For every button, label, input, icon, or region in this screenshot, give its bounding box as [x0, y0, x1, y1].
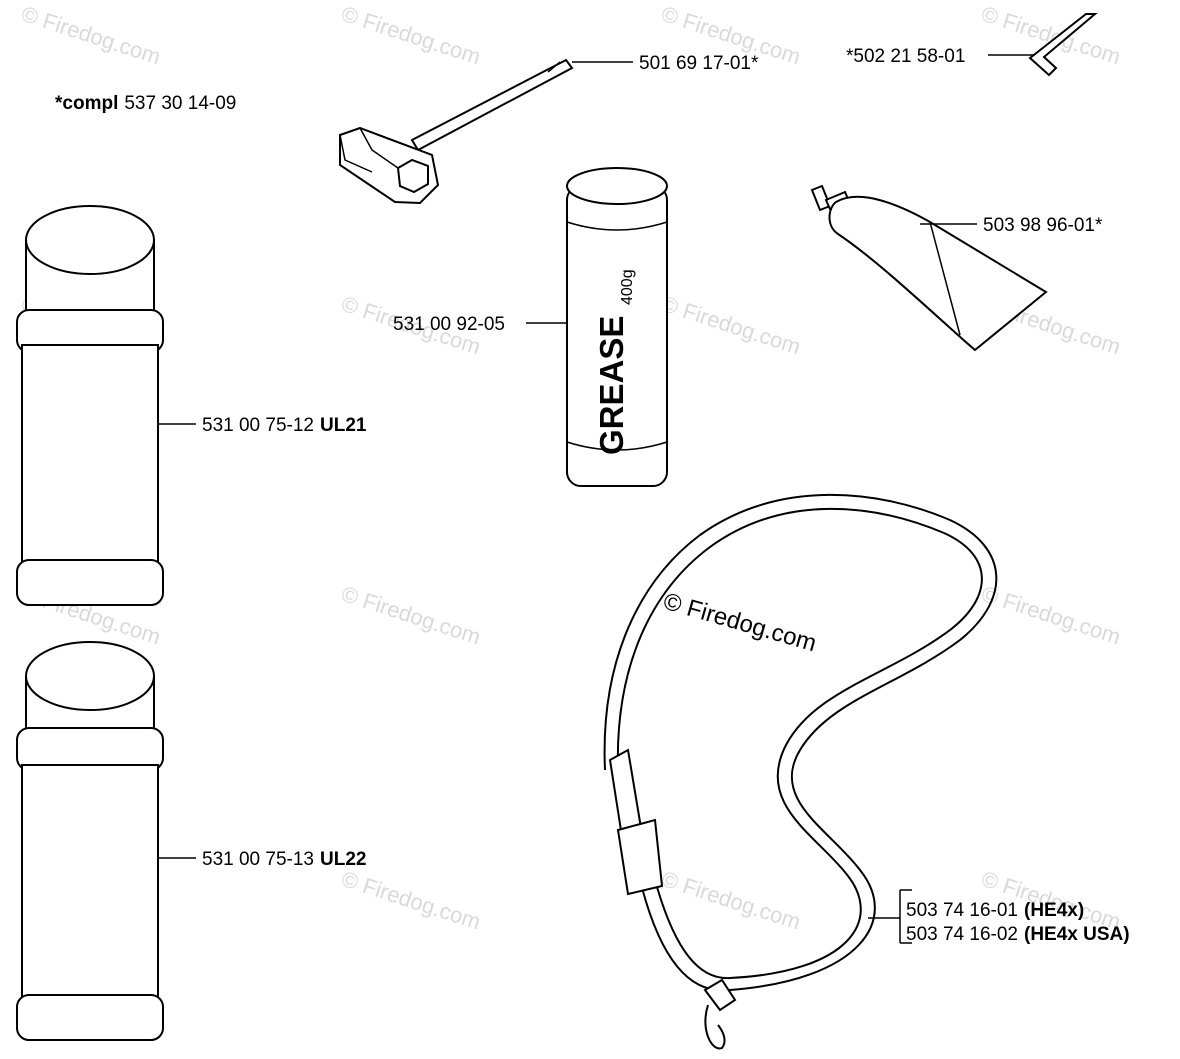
- watermark: © Firedog.com: [978, 1, 1123, 69]
- harness-label-1: 503 74 16-01 (HE4x): [906, 900, 1084, 921]
- plug-wrench-label: 501 69 17-01*: [639, 53, 759, 74]
- watermark: © Firedog.com: [338, 1, 483, 69]
- watermark: © Firedog.com: [338, 866, 483, 934]
- compl-prefix: *compl: [55, 93, 118, 114]
- harness-number-2: 503 74 16-02: [906, 924, 1018, 945]
- harness-model-2: (HE4x USA): [1024, 924, 1130, 945]
- watermark: © Firedog.com: [658, 866, 803, 934]
- can-ul22-drawing: [16, 641, 164, 1041]
- can-ul22-number: 531 00 75-13: [202, 849, 314, 870]
- grease-cartridge-drawing: GREASE 400g: [566, 167, 668, 487]
- harness-model-1: (HE4x): [1024, 900, 1084, 921]
- grease-size: 400g: [619, 269, 636, 305]
- can-ul21-drawing: [16, 205, 164, 606]
- watermark: © Firedog.com: [338, 581, 483, 649]
- watermark: © Firedog.com: [658, 291, 803, 359]
- compl-note: *compl 537 30 14-09: [55, 93, 236, 114]
- compl-number: 537 30 14-09: [124, 93, 236, 114]
- can-ul21-model: UL21: [320, 415, 367, 436]
- plug-wrench-drawing: [339, 58, 574, 205]
- hex-key-label: *502 21 58-01: [846, 46, 965, 67]
- watermark: © Firedog.com: [978, 581, 1123, 649]
- can-ul22-label: 531 00 75-13 UL22: [202, 849, 366, 870]
- grease-tube-drawing: [810, 184, 1048, 352]
- harness-number-1: 503 74 16-01: [906, 900, 1018, 921]
- grease-tube-label: 503 98 96-01*: [983, 215, 1103, 236]
- hex-key-drawing: [1028, 13, 1098, 77]
- watermark: © Firedog.com: [18, 1, 163, 69]
- can-ul21-label: 531 00 75-12 UL21: [202, 415, 367, 436]
- can-ul22-model: UL22: [320, 849, 366, 870]
- grease-brand: GREASE: [593, 316, 630, 455]
- grease-cartridge-label: 531 00 92-05: [393, 314, 505, 335]
- can-ul21-number: 531 00 75-12: [202, 415, 314, 436]
- watermark-main: © Firedog.com: [660, 588, 819, 657]
- harness-drawing: [603, 493, 998, 1050]
- harness-label-2: 503 74 16-02 (HE4x USA): [906, 924, 1130, 945]
